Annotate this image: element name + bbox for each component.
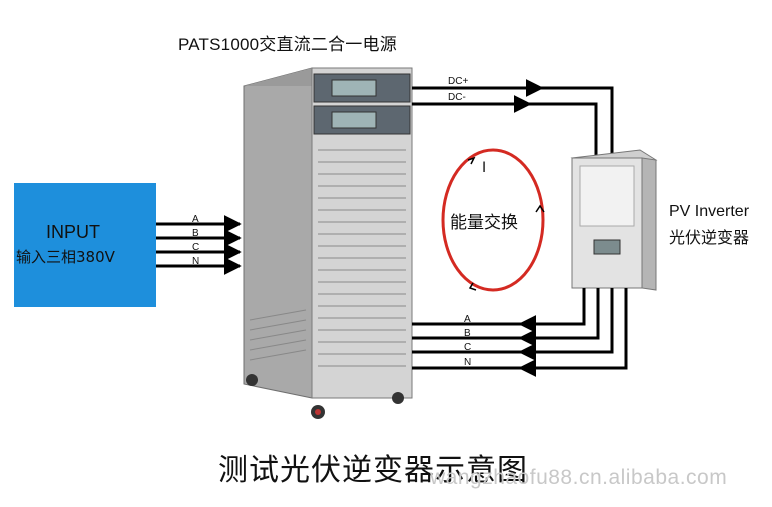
input-sublabel: 输入三相380V	[16, 248, 115, 266]
input-phase-b: B	[192, 228, 199, 239]
dc-wires	[412, 79, 614, 168]
ac-return-wires	[412, 288, 628, 377]
energy-loop	[441, 148, 545, 292]
dc-plus-label: DC+	[448, 76, 469, 87]
input-phase-c: C	[192, 242, 200, 253]
input-phase-a: A	[192, 214, 199, 225]
diagram-title: PATS1000交直流二合一电源	[178, 35, 397, 54]
dc-minus-label: DC-	[448, 92, 466, 103]
output-phase-a: A	[464, 314, 471, 325]
caption: 测试光伏逆变器示意图	[218, 453, 528, 488]
input-box	[14, 183, 156, 307]
watermark: wangzhaofu88.cn.alibaba.com	[430, 466, 728, 489]
input-label: INPUT	[46, 222, 100, 242]
output-phase-b: B	[464, 328, 471, 339]
power-cabinet	[243, 67, 413, 419]
inverter-sublabel: 光伏逆变器	[669, 228, 750, 247]
input-phase-n: N	[192, 256, 200, 267]
energy-exchange-label: 能量交换	[450, 213, 518, 233]
input-wires	[156, 215, 242, 275]
inverter-label: PV Inverter	[669, 203, 750, 220]
output-phase-c: C	[464, 342, 472, 353]
output-phase-n: N	[464, 357, 472, 368]
pv-inverter-device	[570, 149, 658, 291]
loop-marker: I	[482, 160, 487, 176]
